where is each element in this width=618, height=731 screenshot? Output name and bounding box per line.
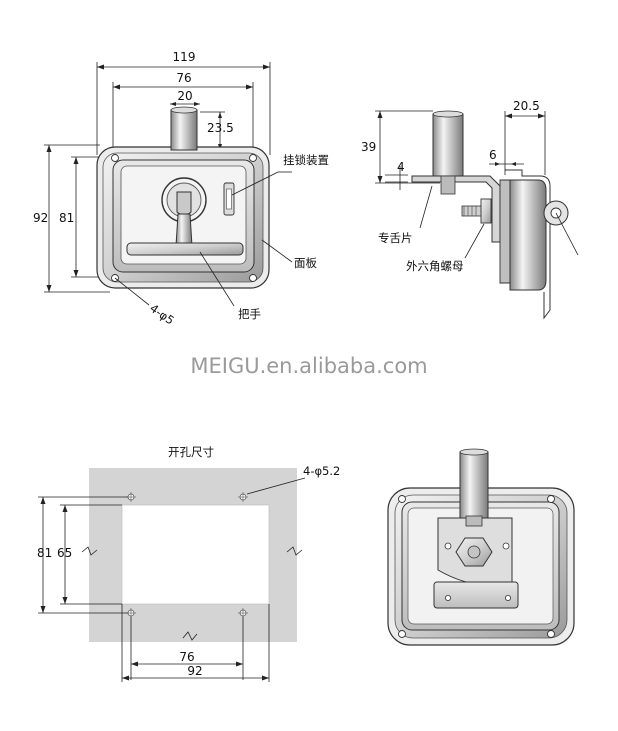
back-mount-hole (398, 630, 406, 638)
dim-92-label: 92 (33, 211, 48, 225)
side-hex-nut (480, 198, 492, 224)
cutout-opening (121, 504, 270, 605)
mount-hole (111, 154, 119, 162)
cutout-dim-65: 65 (57, 546, 72, 560)
dim-height-inner: 81 (59, 156, 112, 278)
dim-6-label: 6 (489, 148, 497, 162)
cutout-hole (238, 492, 248, 502)
label-holes-4-phi5: 4-φ5 (147, 301, 177, 328)
dim-119-label: 119 (173, 50, 196, 64)
dim-handle-width: 20 (170, 89, 200, 106)
watermark: MEIGU.en.alibaba.com (190, 354, 427, 378)
side-housing (509, 179, 547, 291)
dim-23-5-label: 23.5 (207, 121, 234, 135)
back-view (387, 448, 575, 646)
dim-4-label: 4 (397, 160, 405, 174)
handle-stem (175, 213, 193, 247)
label-tongue: 专舌片 (378, 231, 413, 245)
label-hook-lock: 挂锁装置 (283, 153, 329, 167)
mount-hole (249, 154, 257, 162)
cutout-dim-81: 81 (37, 546, 52, 560)
label-handle: 把手 (238, 307, 261, 321)
cutout-title: 开孔尺寸 (168, 445, 214, 459)
dim-height-overall: 92 (33, 144, 110, 293)
cutout-drawing: 开孔尺寸 4-φ5.2 81 (37, 445, 340, 682)
handle-bar (126, 242, 244, 256)
side-tongue-plate (411, 175, 501, 243)
side-view: 39 4 6 20.5 专 (361, 99, 579, 320)
cutout-holes-label: 4-φ5.2 (303, 464, 340, 478)
back-mount-hole (547, 495, 555, 503)
label-panel: 面板 (294, 256, 317, 270)
dim-20-label: 20 (177, 89, 192, 103)
mount-hole (249, 274, 257, 282)
label-hex-nut: 外六角螺母 (406, 259, 464, 273)
dim-39-label: 39 (361, 140, 376, 154)
dim-20-5-label: 20.5 (513, 99, 540, 113)
dim-width-inner: 76 (112, 71, 254, 150)
cutout-dim-92: 92 (187, 664, 202, 678)
back-cylinder (459, 451, 489, 519)
back-handle-bar (433, 581, 519, 609)
dim-76-label: 76 (176, 71, 191, 85)
back-mount-hole (547, 630, 555, 638)
cutout-hole (238, 608, 248, 618)
back-mount-hole (398, 495, 406, 503)
side-cylinder (432, 113, 464, 177)
dim-handle-height: 23.5 (200, 111, 234, 151)
dim-width-overall: 119 (96, 50, 271, 155)
lock-cylinder (170, 109, 198, 151)
cutout-dim-76: 76 (179, 650, 194, 664)
front-view: 119 76 20 23.5 (33, 50, 329, 328)
dim-81-label: 81 (59, 211, 74, 225)
